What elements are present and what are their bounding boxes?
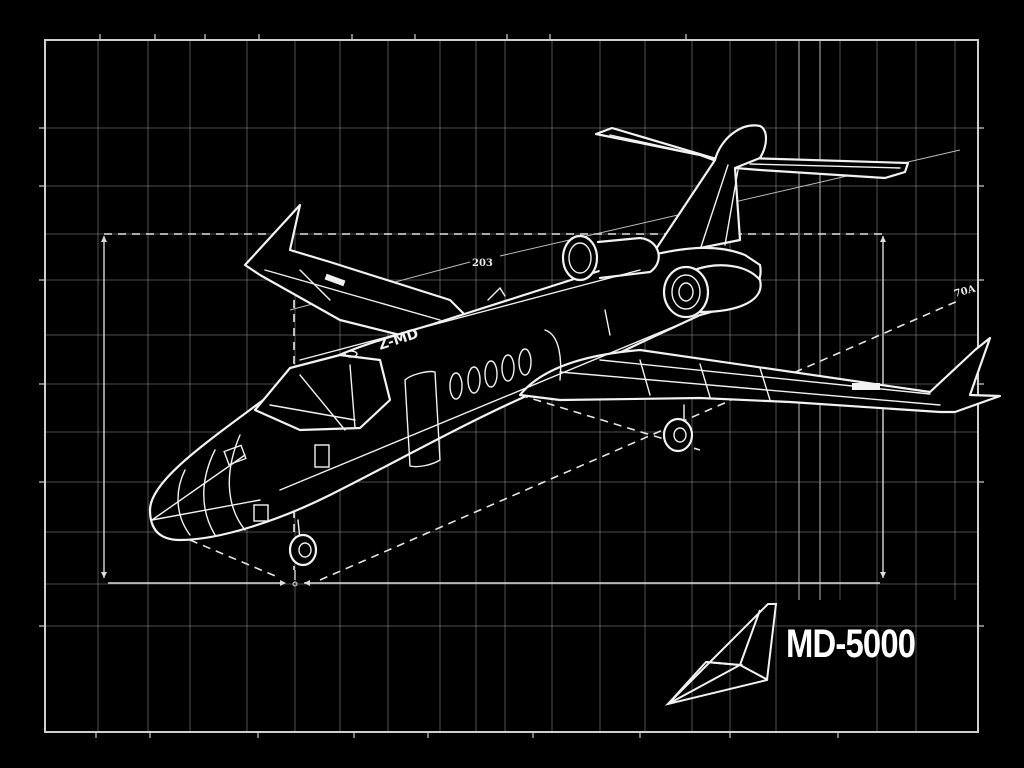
dimension-label-right: 70A [953,284,977,300]
dimension-label-top: 203 [472,258,493,269]
model-title: MD-5000 [786,622,916,666]
drawing-frame [44,39,979,733]
tail-fin-logo-icon [664,603,778,706]
frame-ticks [39,34,984,738]
dimension-lines: 203 70A [101,149,977,587]
aircraft-illustration: Z-MD [148,124,1002,567]
